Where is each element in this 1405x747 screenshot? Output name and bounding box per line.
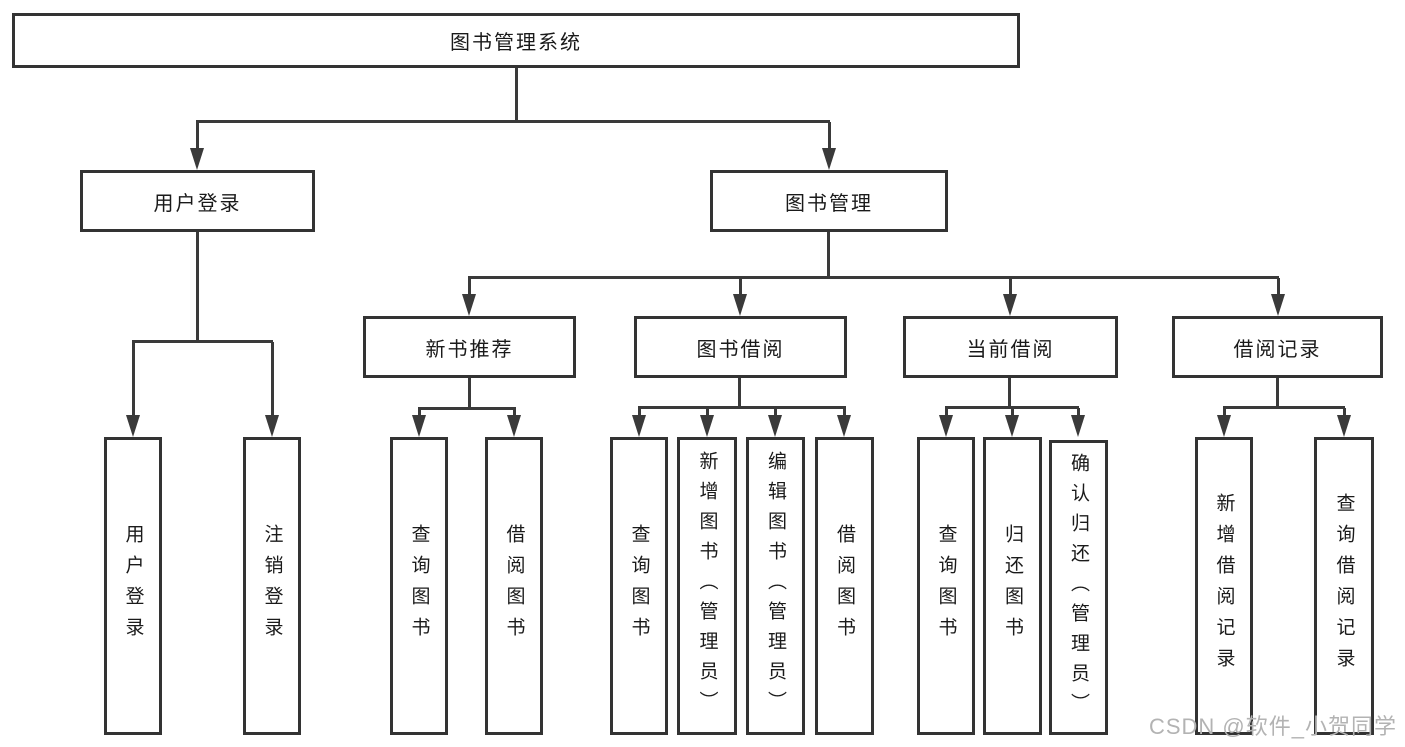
arrow-to-current-leaf-3 — [1071, 408, 1085, 437]
node-borrow: 图书借阅 — [634, 316, 847, 378]
connector-recommend-stem — [468, 378, 471, 407]
arrow-to-borrow-leaf-2 — [700, 408, 714, 437]
arrow-to-borrow-leaf-4 — [837, 408, 851, 437]
connector-borrow-stem — [738, 378, 741, 406]
connector-root-split — [196, 120, 830, 123]
arrow-to-current-leaf-1 — [939, 408, 953, 437]
node-user-login: 用户登录 — [80, 170, 315, 232]
node-book-mgmt: 图书管理 — [710, 170, 948, 232]
connector-login-split — [132, 340, 273, 343]
leaf-recommend-borrow-books: 借阅图书 — [485, 437, 543, 735]
arrow-to-borrow-leaf-1 — [632, 408, 646, 437]
arrow-to-recommend-leaf-1 — [412, 409, 426, 437]
node-root: 图书管理系统 — [12, 13, 1020, 68]
leaf-recommend-query-books: 查询图书 — [390, 437, 448, 735]
watermark: CSDN @软件_小贺同学 — [1148, 714, 1397, 739]
arrow-to-user-login — [190, 122, 204, 170]
arrow-to-book-mgmt — [822, 122, 836, 170]
leaf-current-confirm-return-admin: 确认归还（管理员） — [1049, 440, 1108, 735]
connector-borrow-split — [638, 406, 846, 409]
connector-recommend-split — [418, 407, 516, 410]
connector-root-stem — [515, 68, 518, 120]
leaf-records-add-record: 新增借阅记录 — [1195, 437, 1253, 735]
arrow-to-recommend — [462, 278, 476, 316]
leaf-borrow-edit-books-admin: 编辑图书（管理员） — [746, 437, 805, 735]
arrow-to-records — [1271, 278, 1285, 316]
arrow-to-recommend-leaf-2 — [507, 409, 521, 437]
leaf-borrow-query-books: 查询图书 — [610, 437, 668, 735]
connector-mgmt-split — [468, 276, 1279, 279]
arrow-to-current — [1003, 278, 1017, 316]
connector-current-split — [945, 406, 1079, 409]
leaf-borrow-add-books-admin: 新增图书（管理员） — [677, 437, 737, 735]
arrow-to-login-leaf-1 — [126, 342, 140, 437]
leaf-logout: 注销登录 — [243, 437, 301, 735]
arrow-to-records-leaf-2 — [1337, 408, 1351, 437]
arrow-to-login-leaf-2 — [265, 342, 279, 437]
connector-records-split — [1223, 406, 1345, 409]
leaf-user-login: 用户登录 — [104, 437, 162, 735]
node-current: 当前借阅 — [903, 316, 1118, 378]
leaf-current-return-books: 归还图书 — [983, 437, 1042, 735]
leaf-borrow-borrow-books: 借阅图书 — [815, 437, 874, 735]
arrow-to-borrow — [733, 278, 747, 316]
connector-records-stem — [1276, 378, 1279, 406]
connector-mgmt-stem — [827, 232, 830, 276]
arrow-to-borrow-leaf-3 — [768, 408, 782, 437]
arrow-to-records-leaf-1 — [1217, 408, 1231, 437]
connector-login-stem — [196, 232, 199, 340]
arrow-to-current-leaf-2 — [1005, 408, 1019, 437]
node-recommend: 新书推荐 — [363, 316, 576, 378]
leaf-records-query-record: 查询借阅记录 — [1314, 437, 1374, 735]
connector-current-stem — [1008, 378, 1011, 406]
node-records: 借阅记录 — [1172, 316, 1383, 378]
leaf-current-query-books: 查询图书 — [917, 437, 975, 735]
